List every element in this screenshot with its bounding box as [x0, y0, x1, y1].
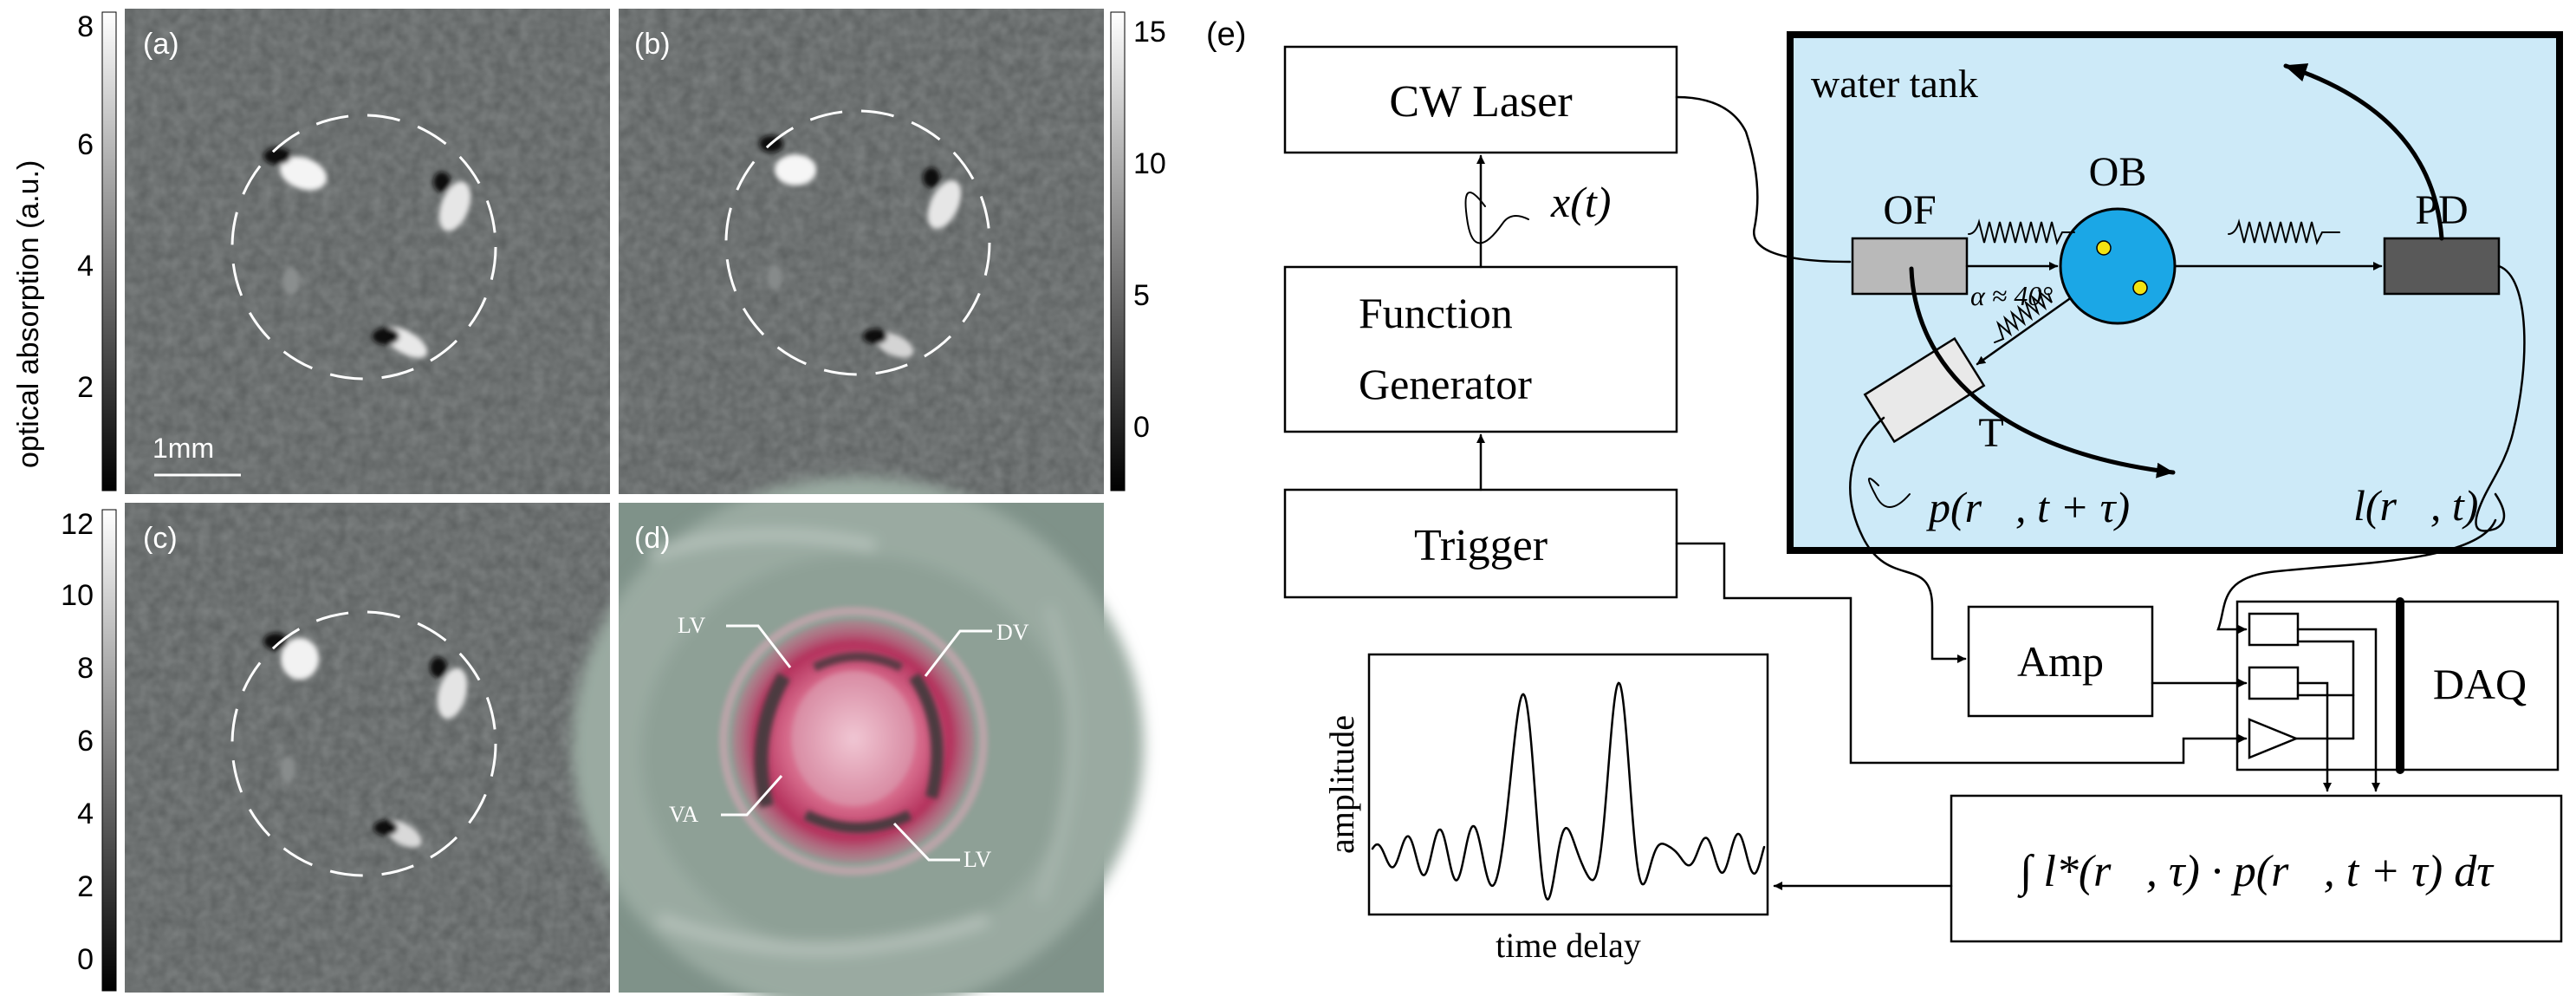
xt-wiggle: [1464, 192, 1529, 244]
label-va: VA: [669, 802, 698, 827]
correlation-box: [1950, 794, 2563, 943]
function-generator-line2: Generator: [1359, 360, 1532, 408]
pd-cable: [2475, 264, 2526, 532]
schematic: (e) CW Laser Function Generator Trigger …: [1206, 16, 2563, 965]
colorbar-a-ticks: 8 6 4 2: [77, 10, 94, 404]
cw-laser-box: [1283, 45, 1678, 154]
cw-laser-label: CW Laser: [1389, 77, 1572, 127]
daq-label: DAQ: [2433, 660, 2527, 708]
light-label: l(r⃗, t): [2353, 481, 2478, 530]
panel-b-label: (b): [634, 28, 671, 61]
colorbar-c-tick: 6: [77, 725, 94, 758]
colorbar-b-ticks: 15 10 5 0: [1133, 16, 1166, 444]
backscatter-wave: [1994, 289, 2053, 343]
p-wiggle: [1868, 478, 1911, 508]
trigger-label: Trigger: [1414, 521, 1548, 570]
pd-box: [2383, 237, 2501, 296]
panel-a: 1mm (a): [125, 9, 610, 494]
label-lv-bottom: LV: [964, 847, 991, 872]
amplitude-plot-frame: [1367, 653, 1769, 916]
label-lv-top: LV: [678, 613, 705, 638]
panel-b: (b): [619, 9, 1104, 494]
panel-d-label: (d): [634, 522, 671, 555]
colorbar-c-tick: 12: [61, 508, 94, 541]
colorbar-a-tick: 8: [77, 10, 94, 43]
colorbar-a-tick: 4: [77, 250, 94, 283]
amplitude-trace: [1371, 681, 1766, 902]
water-tank-label: water tank: [1811, 62, 1978, 106]
trigger-to-daq-cable: [1675, 542, 2248, 765]
panel-e-label: (e): [1206, 16, 1246, 53]
colorbar-c-ticks: 12 10 8 6 4 2 0: [61, 508, 94, 976]
daq-channel-1: [2248, 612, 2300, 647]
panel-c: (c): [125, 503, 610, 993]
colorbar-c-tick: 2: [77, 870, 94, 903]
rotation-arrow-pd: [2283, 63, 2444, 241]
colorbar-b-tick: 0: [1133, 411, 1150, 444]
scattered-wave: [2228, 218, 2340, 245]
panel-c-label: (c): [143, 522, 178, 555]
amp-label: Amp: [2017, 637, 2104, 686]
signal-x-label: x(t): [1550, 178, 1611, 226]
function-generator-box: [1283, 265, 1678, 433]
colorbar-b-tick: 10: [1133, 147, 1166, 180]
colorbar-a: [101, 11, 117, 491]
colorbar-axis-label: optical absorption (a.u.): [12, 160, 45, 468]
panel-a-label: (a): [143, 28, 179, 61]
of-box: [1851, 237, 1969, 296]
daq-channel-2: [2248, 666, 2300, 700]
correlation-formula: ∫ l*(r⃗, τ) · p(r⃗, t + τ) dτ: [2017, 847, 2495, 898]
daq-internal-1: [2296, 628, 2380, 792]
colorbar-c-tick: 10: [61, 579, 94, 612]
label-dv: DV: [996, 620, 1029, 645]
t-to-amp-cable: [1849, 416, 1967, 663]
scale-bar-label: 1mm: [152, 433, 214, 464]
colorbar-c: [101, 509, 117, 992]
incident-wave: [1968, 218, 2075, 245]
ob-dot: [2096, 240, 2112, 256]
colorbar-b-tick: 15: [1133, 16, 1166, 49]
ob-circle: [2059, 207, 2177, 325]
colorbar-b-tick: 5: [1133, 279, 1150, 312]
colorbar-c-tick: 8: [77, 652, 94, 685]
colorbar-a-tick: 6: [77, 128, 94, 161]
laser-fiber: [1675, 95, 1852, 264]
colorbar-c-tick: 0: [77, 943, 94, 976]
pd-to-daq-cable: [2216, 518, 2497, 634]
of-label: OF: [1883, 187, 1936, 233]
colorbar-b: [1110, 11, 1126, 491]
colorbar-c-tick: 4: [77, 797, 94, 830]
ob-label: OB: [2089, 149, 2147, 195]
pressure-label: p(r⃗, t + τ): [1926, 483, 2130, 531]
time-delay-axis-label: time delay: [1496, 926, 1641, 965]
amplitude-axis-label: amplitude: [1322, 715, 1361, 854]
image-panels: 1mm (a) (b): [12, 9, 1166, 996]
daq-internal-2: [2296, 681, 2332, 792]
trigger-box: [1283, 488, 1678, 599]
t-transducer: [1863, 336, 1986, 444]
rotation-arrow-t: [1909, 266, 2176, 478]
angle-label: α ≈ 40°: [1970, 280, 2053, 311]
daq-trigger-input: [2248, 718, 2300, 759]
colorbar-a-tick: 2: [77, 371, 94, 404]
amp-box: [1967, 605, 2154, 718]
panel-d-photo: (d) LV DV VA LV: [572, 477, 1144, 996]
ob-dot: [2132, 280, 2148, 296]
ob-to-t-beam: [1976, 297, 2071, 366]
function-generator-line1: Function: [1359, 289, 1513, 337]
